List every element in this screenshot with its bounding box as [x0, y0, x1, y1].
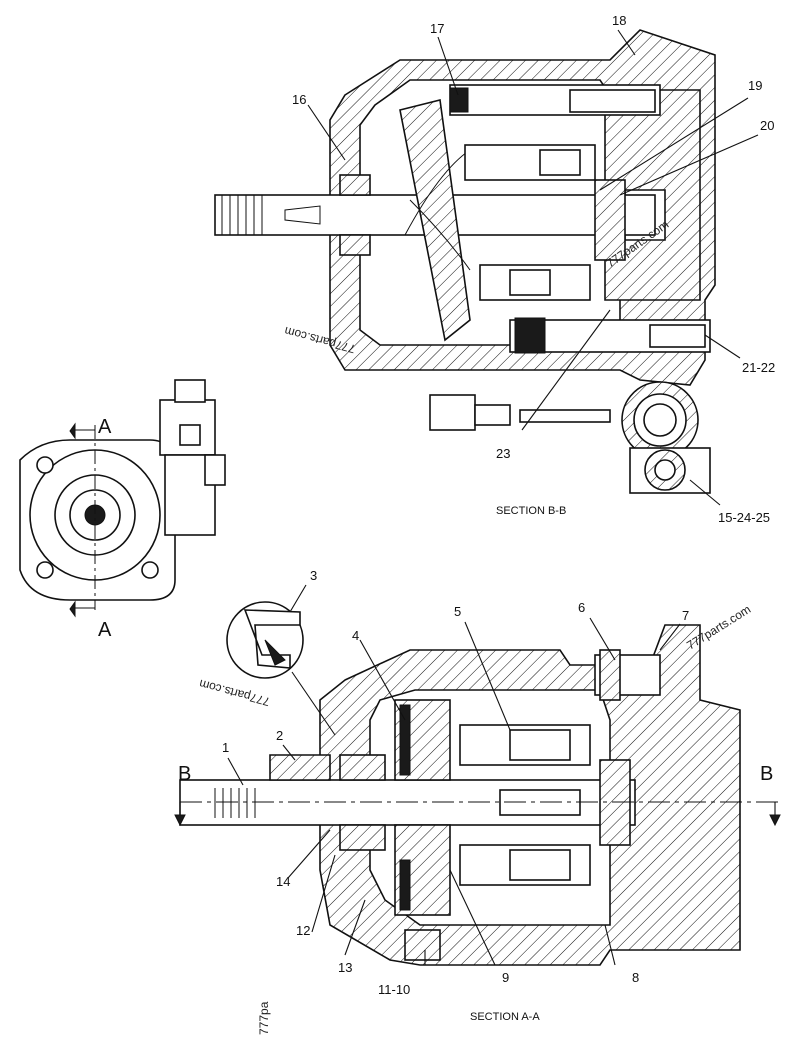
callout-14: 14	[276, 874, 290, 889]
section-aa-view	[174, 624, 781, 966]
spline-shaft-end	[221, 195, 263, 235]
watermark: 777pa	[257, 1001, 271, 1035]
callout-16: 16	[292, 92, 306, 107]
section-title-bb: SECTION B-B	[496, 505, 566, 517]
callout-19: 19	[748, 78, 762, 93]
spline-shaft-end	[214, 788, 256, 818]
section-title-aa: SECTION A-A	[470, 1011, 540, 1023]
section-marker-b-right: B	[760, 763, 773, 785]
detail-bubble-item-3	[226, 601, 336, 736]
side-view	[19, 379, 226, 618]
callout-18: 18	[612, 13, 626, 28]
callout-7: 7	[682, 608, 689, 623]
callout-15-24-25: 15-24-25	[718, 510, 770, 525]
callout-3: 3	[310, 568, 317, 583]
callout-8: 8	[632, 970, 639, 985]
callout-17: 17	[430, 21, 444, 36]
callout-2: 2	[276, 728, 283, 743]
callout-20: 20	[760, 118, 774, 133]
section-marker-a-bottom: A	[98, 619, 112, 641]
callout-4: 4	[352, 628, 359, 643]
callout-23: 23	[496, 446, 510, 461]
callout-1: 1	[222, 740, 229, 755]
watermark: 777parts.com	[198, 677, 272, 709]
callout-13: 13	[338, 960, 352, 975]
callout-9: 9	[502, 970, 509, 985]
section-marker-a-top: A	[98, 416, 112, 438]
leader-lines	[227, 29, 759, 966]
callout-21-22: 21-22	[742, 360, 775, 375]
callout-12: 12	[296, 923, 310, 938]
callout-6: 6	[578, 600, 585, 615]
section-marker-b-left: B	[178, 763, 191, 785]
callout-5: 5	[454, 604, 461, 619]
section-bb-view	[214, 29, 716, 494]
callout-11-10: 11-10	[378, 982, 410, 997]
port-fitting	[621, 381, 711, 494]
